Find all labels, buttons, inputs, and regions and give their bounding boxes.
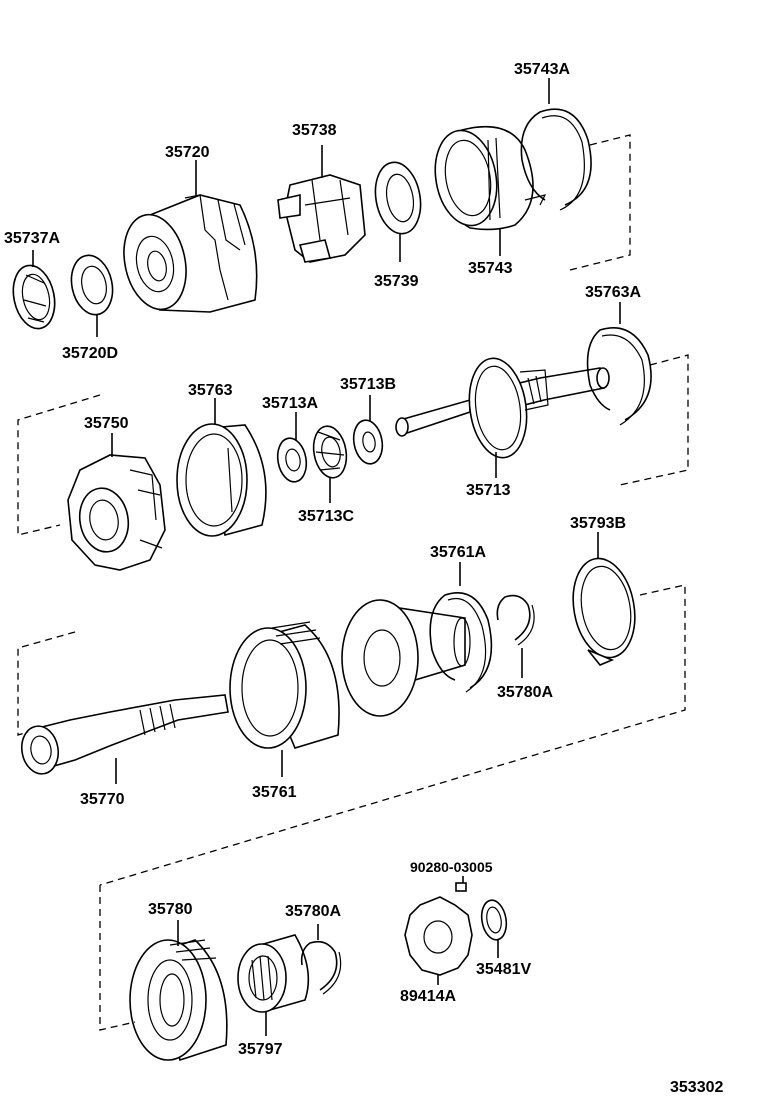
label-35738: 35738 bbox=[292, 122, 337, 139]
label-35797: 35797 bbox=[238, 1041, 283, 1058]
part-89414A-rotor bbox=[404, 896, 473, 985]
part-35770-output-shaft bbox=[20, 694, 229, 784]
part-35713-shaft bbox=[395, 357, 610, 478]
part-35481V-snap-ring bbox=[480, 899, 508, 958]
label-35713C: 35713C bbox=[298, 508, 354, 525]
label-35761A: 35761A bbox=[430, 544, 486, 561]
label-89414A: 89414A bbox=[400, 988, 456, 1005]
label-35713A: 35713A bbox=[262, 395, 318, 412]
part-35761A-snap-ring bbox=[429, 562, 493, 693]
label-35743A: 35743A bbox=[514, 61, 570, 78]
part-35761-ring-gear bbox=[229, 621, 340, 777]
part-90280-03005-pin bbox=[455, 876, 467, 892]
part-35763A-snap-ring bbox=[586, 302, 652, 426]
label-35780: 35780 bbox=[148, 901, 193, 918]
part-35720-drum bbox=[123, 160, 258, 313]
label-35763A: 35763A bbox=[585, 284, 641, 301]
label-35737A: 35737A bbox=[4, 230, 60, 247]
part-35780-sun-gear bbox=[129, 920, 228, 1062]
label-35770: 35770 bbox=[80, 791, 125, 808]
part-35713B-washer bbox=[352, 395, 384, 465]
label-35713B: 35713B bbox=[340, 376, 396, 393]
part-35780A-snap-ring-lower bbox=[300, 924, 342, 995]
label-35761: 35761 bbox=[252, 784, 297, 801]
part-35780A-snap-ring-upper bbox=[496, 594, 535, 678]
part-35720D-washer bbox=[70, 254, 114, 337]
label-35780A-upper: 35780A bbox=[497, 684, 553, 701]
label-35793B: 35793B bbox=[570, 515, 626, 532]
label-35780A-lower: 35780A bbox=[285, 903, 341, 920]
bracket-row4-left bbox=[99, 885, 136, 1031]
bracket-row3-right bbox=[99, 584, 686, 886]
bracket-row2-left bbox=[17, 394, 101, 536]
label-35720D: 35720D bbox=[62, 345, 118, 362]
part-35737A-bearing bbox=[12, 250, 56, 330]
part-35713C-needle-bearing bbox=[312, 425, 348, 503]
label-35720: 35720 bbox=[165, 144, 210, 161]
label-35743: 35743 bbox=[468, 260, 513, 277]
part-35743-clutch-drum bbox=[434, 126, 547, 256]
label-35739: 35739 bbox=[374, 273, 419, 290]
part-35713A-race bbox=[276, 412, 308, 483]
part-hub bbox=[341, 599, 471, 717]
bracket-row1 bbox=[569, 134, 631, 271]
label-35481V: 35481V bbox=[476, 961, 531, 978]
part-35797-needle-bearing bbox=[237, 934, 310, 1036]
diagram-id-label: 353302 bbox=[670, 1079, 723, 1096]
part-35743A-snap-ring bbox=[520, 78, 592, 211]
bracket-row3-left bbox=[17, 631, 76, 736]
part-35763-ring bbox=[176, 398, 267, 537]
bracket-row2-right bbox=[619, 354, 689, 486]
label-90280-03005: 90280-03005 bbox=[410, 859, 493, 875]
part-35738-carrier bbox=[277, 145, 366, 263]
label-35750: 35750 bbox=[84, 415, 129, 432]
part-35793B-ring bbox=[572, 532, 636, 666]
label-35713: 35713 bbox=[466, 482, 511, 499]
part-35750-planet-carrier bbox=[67, 433, 166, 571]
label-35763: 35763 bbox=[188, 382, 233, 399]
part-35739-washer bbox=[374, 161, 422, 262]
